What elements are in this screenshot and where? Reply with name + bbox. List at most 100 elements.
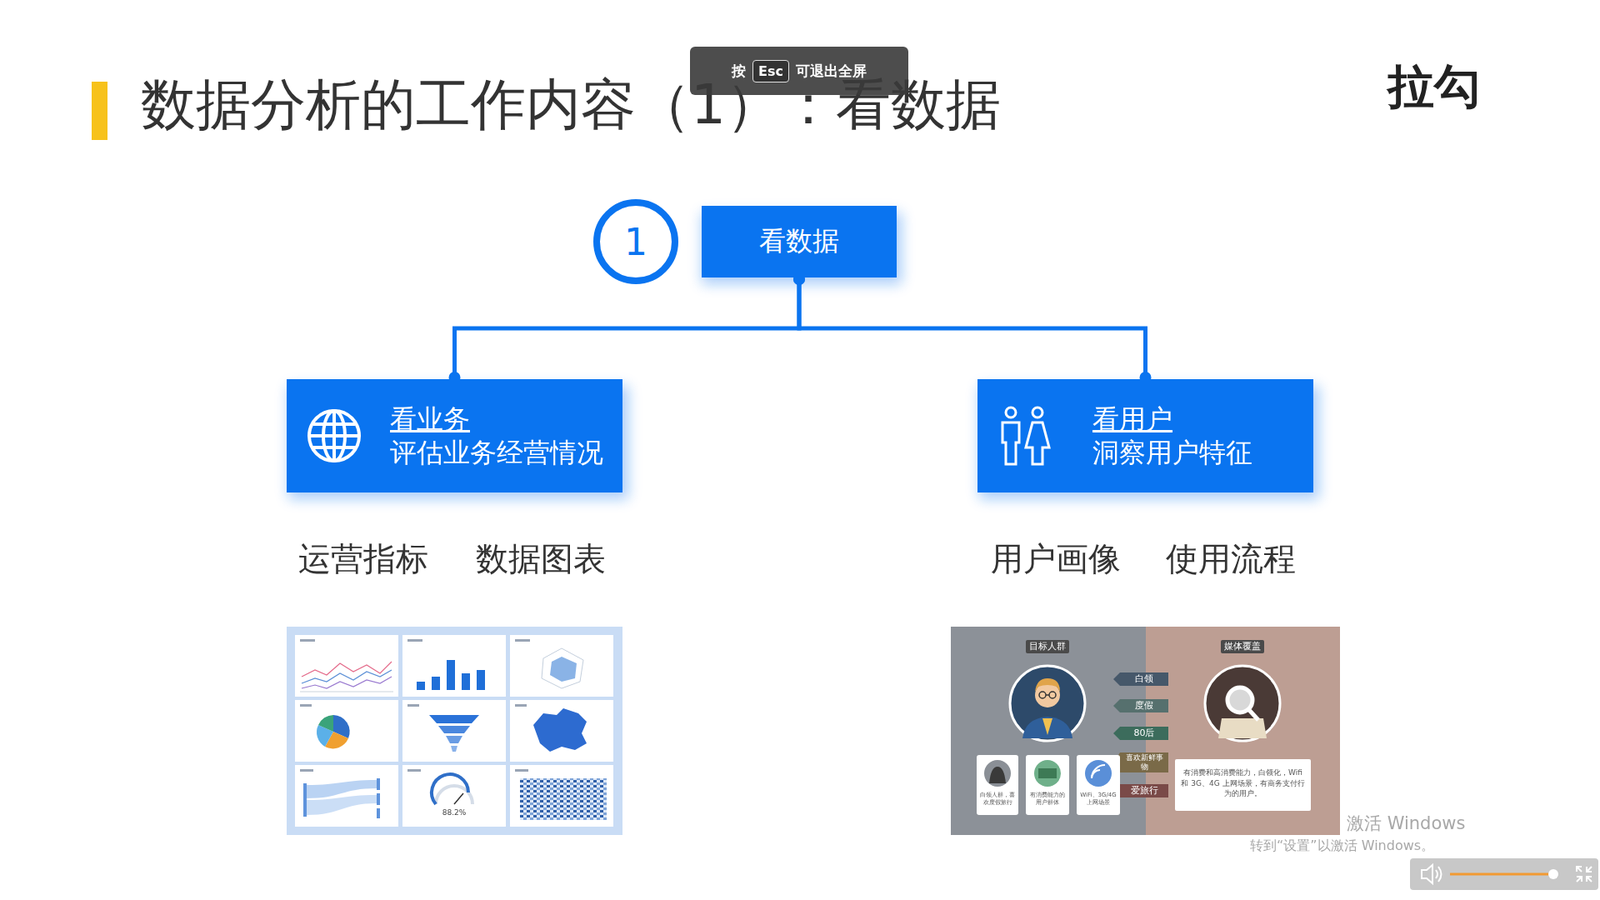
video-controls-part (1450, 873, 1552, 876)
persona-illustration-part-part (1175, 759, 1311, 811)
persona-illustration-part (1085, 760, 1112, 787)
dashboard-illustration-part-part (300, 769, 314, 772)
persona-illustration-part (1022, 716, 1073, 739)
title-accent-part (91, 81, 108, 140)
dashboard-illustration-part-part (376, 793, 380, 805)
dashboard-illustration-part (300, 661, 394, 692)
step-circle: 1 (593, 199, 679, 285)
persona-illustration-part (1025, 640, 1070, 654)
dashboard-illustration-part-part (301, 661, 392, 677)
persona-illustration-part-part (1039, 691, 1046, 699)
globe-icon (309, 434, 360, 438)
video-controls-part-part (1576, 866, 1582, 872)
panel-heading: 目标人群 (1025, 640, 1070, 652)
dashboard-illustration-part (533, 708, 587, 752)
dashboard-illustration-part-part (429, 715, 480, 724)
persona-illustration-part (1010, 665, 1085, 741)
node-text: Esc (758, 63, 784, 80)
persona-illustration-part-part (1025, 755, 1070, 815)
people-icon (1002, 407, 1050, 465)
gauge-value: 88.2% (433, 808, 475, 818)
dashboard-illustration-part-part (550, 656, 577, 682)
dashboard-illustration-part-part (476, 670, 485, 690)
persona-illustration-part (984, 760, 1011, 787)
tag-text: 爱旅行 (1120, 785, 1168, 796)
persona-illustration-part (1039, 691, 1056, 699)
persona-illustration-part (1042, 718, 1053, 735)
people-icon (1025, 422, 1050, 465)
persona-illustration-part (1113, 672, 1169, 686)
node-text: 评估业务经营情况 (390, 435, 615, 470)
dashboard-illustration-part (295, 635, 614, 827)
persona-illustration-part (1249, 710, 1259, 720)
dashboard-illustration-part-part (303, 783, 307, 817)
branch-box: 看用户洞察用户特征 (977, 379, 1314, 493)
dashboard-illustration-part-part (510, 635, 614, 697)
dashboard-illustration-part (541, 648, 584, 689)
people-icon (1032, 407, 1043, 418)
tag-text: 白领 (1120, 673, 1168, 685)
dashboard-illustration-part-part (295, 765, 399, 827)
persona-illustration-part-part (1091, 765, 1105, 779)
card-caption: 有消费能力的用户群体 (1027, 791, 1068, 807)
persona-illustration-part (1145, 626, 1340, 835)
node-text: 看用户 (1092, 402, 1305, 436)
dashboard-illustration-part-part (515, 769, 529, 772)
persona-illustration-part-part (1076, 755, 1120, 815)
dashboard-illustration-part-part (510, 765, 614, 827)
dashboard-illustration-part-part (445, 735, 463, 744)
persona-illustration-part (1113, 752, 1169, 773)
dashboard-illustration-part-part (438, 725, 470, 734)
dashboard-illustration-part-part (407, 639, 423, 642)
dashboard-illustration-part (431, 774, 473, 805)
video-controls-part (1548, 869, 1559, 880)
dashboard-illustration-part (416, 660, 485, 690)
persona-illustration-part (1035, 678, 1060, 692)
dashboard-illustration-part-part (301, 676, 392, 689)
node-text: 按 (731, 61, 746, 81)
panel-heading: 媒体覆盖 (1220, 640, 1265, 652)
persona-illustration-part (1091, 765, 1105, 779)
persona-illustration-part (1113, 726, 1169, 740)
branch-box: 看业务评估业务经营情况 (286, 379, 623, 493)
main-box: 看数据 (701, 205, 897, 278)
video-controls-part-part (1576, 876, 1582, 882)
item-label: 数据图表 (475, 540, 606, 580)
video-controls-part-part (1438, 866, 1442, 882)
persona-illustration-part-part (1045, 694, 1050, 696)
dashboard-illustration-part-part (431, 774, 469, 805)
card-caption: WiFi、3G/4G 上网场景 (1078, 791, 1119, 807)
dashboard-illustration-part-part (300, 690, 394, 692)
dashboard-illustration-part-part (402, 765, 506, 827)
box-glow (288, 212, 1320, 500)
dashboard-illustration-part-part (295, 635, 399, 697)
video-controls-part-part (1586, 866, 1592, 872)
watermark: 激活 Windows (1346, 813, 1465, 835)
people-icon (1005, 407, 1016, 418)
persona-illustration (950, 626, 1340, 835)
dashboard-illustration-part-part (407, 704, 420, 707)
dashboard-illustration-part-part (446, 660, 455, 690)
globe-icon (309, 410, 360, 461)
dashboard-illustration-part-part (416, 681, 425, 690)
persona-illustration-part-part (1049, 691, 1056, 699)
tree-connector (455, 277, 800, 380)
dashboard-illustration (286, 626, 623, 835)
item-label: 运营指标 (298, 540, 429, 580)
persona-illustration-part-part (976, 755, 1019, 815)
dashboard-illustration-part-part (431, 676, 440, 690)
tag-text: 喜欢新鲜事物 (1125, 753, 1164, 772)
video-controls-part (1410, 858, 1599, 890)
video-controls-part-part (1435, 870, 1438, 879)
tag-text: 度假 (1120, 700, 1168, 711)
dashboard-illustration-part-part (407, 769, 421, 772)
node-text: 可退出全屏 (795, 61, 867, 81)
persona-illustration-part (1220, 640, 1265, 654)
dashboard-illustration-part (300, 639, 530, 772)
dashboard-illustration-part-part (300, 704, 312, 707)
dashboard-illustration-part-part (515, 704, 527, 707)
item-label: 用户画像 (990, 540, 1121, 580)
node-text: 洞察用户特征 (1092, 435, 1305, 470)
dashboard-illustration-part (286, 626, 623, 835)
